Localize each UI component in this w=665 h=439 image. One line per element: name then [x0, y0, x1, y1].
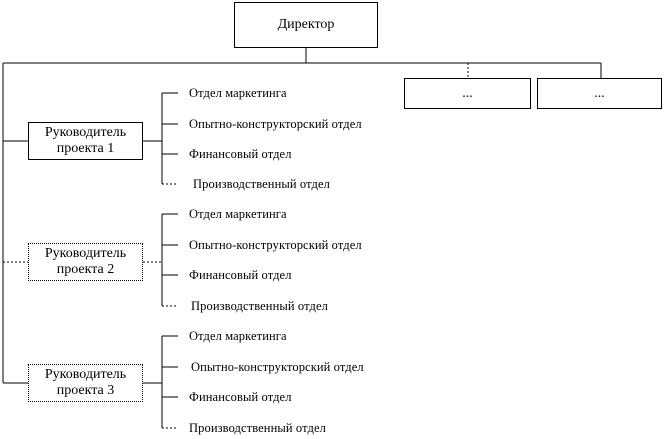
director-label: Директор	[277, 17, 335, 32]
placeholder-label: ...	[462, 85, 473, 101]
manager-box-2: Руководитель проекта 2	[28, 243, 143, 281]
department-label: Производственный отдел	[191, 299, 328, 313]
manager-title: Руководитель	[44, 246, 127, 261]
department-label: Финансовый отдел	[189, 147, 292, 161]
department-label: Финансовый отдел	[189, 390, 292, 404]
placeholder-box-2: ...	[537, 78, 662, 109]
department-label: Отдел маркетинга	[189, 207, 287, 221]
department-label: Производственный отдел	[189, 421, 326, 435]
placeholder-label: ...	[594, 85, 605, 101]
department-label: Финансовый отдел	[189, 268, 292, 282]
placeholder-box-1: ...	[404, 78, 531, 109]
department-label: Отдел маркетинга	[189, 86, 287, 100]
manager-project: проекта 2	[56, 262, 115, 277]
department-label: Отдел маркетинга	[189, 329, 287, 343]
manager-box-3: Руководитель проекта 3	[28, 364, 143, 402]
manager-title: Руководитель	[44, 367, 127, 382]
department-label: Опытно-конструкторский отдел	[191, 360, 364, 374]
manager-project: проекта 1	[56, 141, 115, 156]
department-label: Производственный отдел	[193, 177, 330, 191]
manager-title: Руководитель	[44, 125, 127, 140]
department-label: Опытно-конструкторский отдел	[189, 238, 362, 252]
director-box: Директор	[234, 2, 378, 48]
department-label: Опытно-конструкторский отдел	[189, 117, 362, 131]
manager-box-1: Руководитель проекта 1	[28, 122, 143, 160]
manager-project: проекта 3	[56, 383, 115, 398]
